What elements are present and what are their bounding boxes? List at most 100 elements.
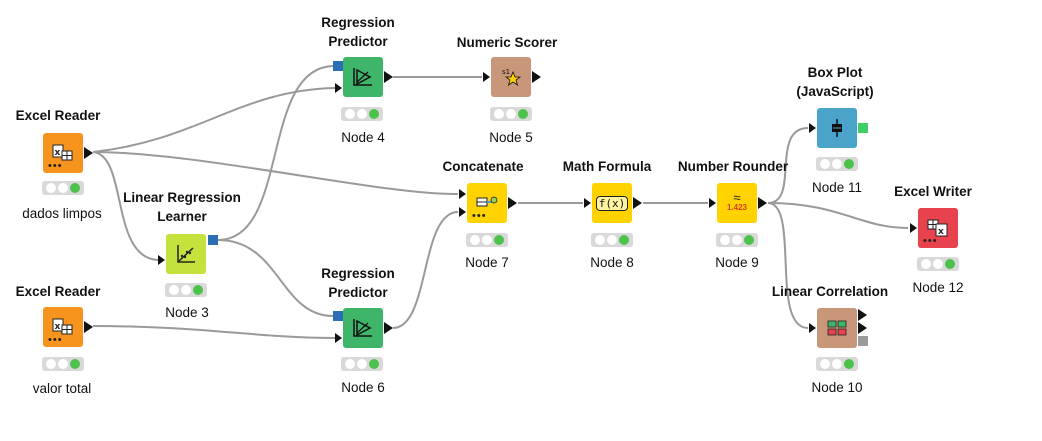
status-dot	[506, 109, 516, 119]
status-dot	[46, 359, 56, 369]
title-line-1: Linear Regression	[123, 190, 241, 205]
status-dot	[832, 159, 842, 169]
status-dot	[357, 359, 367, 369]
status-dot	[820, 359, 830, 369]
node-status	[816, 157, 858, 171]
connection-rounder-correlation[interactable]	[767, 202, 809, 329]
output-port[interactable]	[384, 322, 393, 334]
node-label-box-plot[interactable]: Node 11	[811, 180, 863, 195]
status-dot	[494, 235, 504, 245]
status-dot	[595, 235, 605, 245]
node-label-regression-predictor-1[interactable]: Node 4	[341, 130, 385, 145]
output-port[interactable]	[532, 71, 541, 83]
node-linear-correlation[interactable]	[817, 308, 857, 348]
view-output-port[interactable]	[858, 123, 868, 133]
connection-learner-predictor1[interactable]	[217, 65, 334, 241]
node-label-math-formula[interactable]: Node 8	[590, 255, 634, 270]
view-output-port[interactable]	[858, 336, 868, 346]
node-label-regression-predictor-2[interactable]: Node 6	[341, 380, 385, 395]
node-title-excel-writer[interactable]: Excel Writer	[894, 184, 972, 199]
node-numeric-scorer[interactable]: s1	[491, 57, 531, 97]
node-label-numeric-scorer[interactable]: Node 5	[489, 130, 533, 145]
status-dot	[58, 183, 68, 193]
node-label-linear-regression-learner[interactable]: Node 3	[165, 305, 209, 320]
connection-predictor2-concatenate[interactable]	[392, 211, 459, 329]
output-port[interactable]	[384, 71, 393, 83]
connection-learner-predictor2[interactable]	[217, 239, 334, 317]
status-dot	[720, 235, 730, 245]
dots-indicator: •••	[472, 210, 487, 222]
connection-reader1-concatenate[interactable]	[92, 151, 459, 196]
output-port[interactable]	[858, 309, 867, 321]
output-port[interactable]	[508, 197, 517, 209]
input-port[interactable]	[584, 198, 591, 208]
node-label-excel-writer[interactable]: Node 12	[912, 280, 964, 295]
node-title-numeric-scorer[interactable]: Numeric Scorer	[456, 35, 558, 50]
output-port[interactable]	[858, 322, 867, 334]
model-input-port[interactable]	[333, 311, 343, 321]
node-excel-reader-2[interactable]: x •••	[43, 307, 83, 347]
title-line-1: Regression	[321, 15, 395, 30]
status-dot	[820, 159, 830, 169]
title-line-2: (JavaScript)	[796, 84, 874, 99]
input-port[interactable]	[459, 207, 466, 217]
model-input-port[interactable]	[333, 61, 343, 71]
number-rounder-icon: ≈ 1.423	[717, 183, 757, 223]
input-port[interactable]	[158, 255, 165, 265]
status-dot	[369, 359, 379, 369]
box-plot-icon	[817, 108, 857, 148]
status-dot	[844, 359, 854, 369]
title-line-2: Learner	[157, 209, 207, 224]
node-concatenate[interactable]: •••	[467, 183, 507, 223]
node-label-excel-reader-2[interactable]: valor total	[32, 381, 92, 396]
node-title-box-plot[interactable]: Box Plot(JavaScript)	[796, 63, 873, 101]
math-formula-icon: f(x)	[592, 183, 632, 223]
node-title-math-formula[interactable]: Math Formula	[562, 159, 652, 174]
node-title-concatenate[interactable]: Concatenate	[442, 159, 524, 174]
node-title-excel-reader-2[interactable]: Excel Reader	[15, 284, 101, 299]
node-status	[341, 357, 383, 371]
node-excel-writer[interactable]: x •••	[918, 208, 958, 248]
status-dot	[357, 109, 367, 119]
input-port[interactable]	[335, 333, 342, 343]
node-label-linear-correlation[interactable]: Node 10	[811, 380, 863, 395]
node-status	[341, 107, 383, 121]
input-port[interactable]	[709, 198, 716, 208]
model-output-port[interactable]	[208, 235, 218, 245]
node-status	[165, 283, 207, 297]
node-title-excel-reader-1[interactable]: Excel Reader	[15, 108, 101, 123]
node-box-plot[interactable]	[817, 108, 857, 148]
connection-rounder-writer[interactable]	[767, 202, 909, 229]
input-port[interactable]	[809, 323, 816, 333]
node-regression-predictor-1[interactable]	[343, 57, 383, 97]
node-excel-reader-1[interactable]: x •••	[43, 133, 83, 173]
node-label-number-rounder[interactable]: Node 9	[715, 255, 759, 270]
output-port[interactable]	[633, 197, 642, 209]
node-label-concatenate[interactable]: Node 7	[465, 255, 509, 270]
node-title-number-rounder[interactable]: Number Rounder	[677, 159, 789, 174]
node-linear-regression-learner[interactable]	[166, 234, 206, 274]
output-port[interactable]	[84, 321, 93, 333]
input-port[interactable]	[335, 83, 342, 93]
connection-rounder-boxplot[interactable]	[767, 127, 809, 204]
node-math-formula[interactable]: f(x)	[592, 183, 632, 223]
node-label-excel-reader-1[interactable]: dados limpos	[22, 206, 102, 221]
connection-reader1-learner[interactable]	[92, 151, 159, 261]
input-port[interactable]	[910, 223, 917, 233]
node-title-linear-correlation[interactable]: Linear Correlation	[771, 284, 889, 299]
connection-reader1-predictor1[interactable]	[92, 87, 336, 153]
input-port[interactable]	[459, 189, 466, 199]
node-regression-predictor-2[interactable]	[343, 308, 383, 348]
output-port[interactable]	[84, 147, 93, 159]
math-formula-glyph: f(x)	[595, 195, 629, 211]
connection-reader2-predictor2[interactable]	[92, 325, 336, 339]
node-number-rounder[interactable]: ≈ 1.423	[717, 183, 757, 223]
output-port[interactable]	[758, 197, 767, 209]
node-status	[716, 233, 758, 247]
input-port[interactable]	[483, 72, 490, 82]
input-port[interactable]	[809, 123, 816, 133]
